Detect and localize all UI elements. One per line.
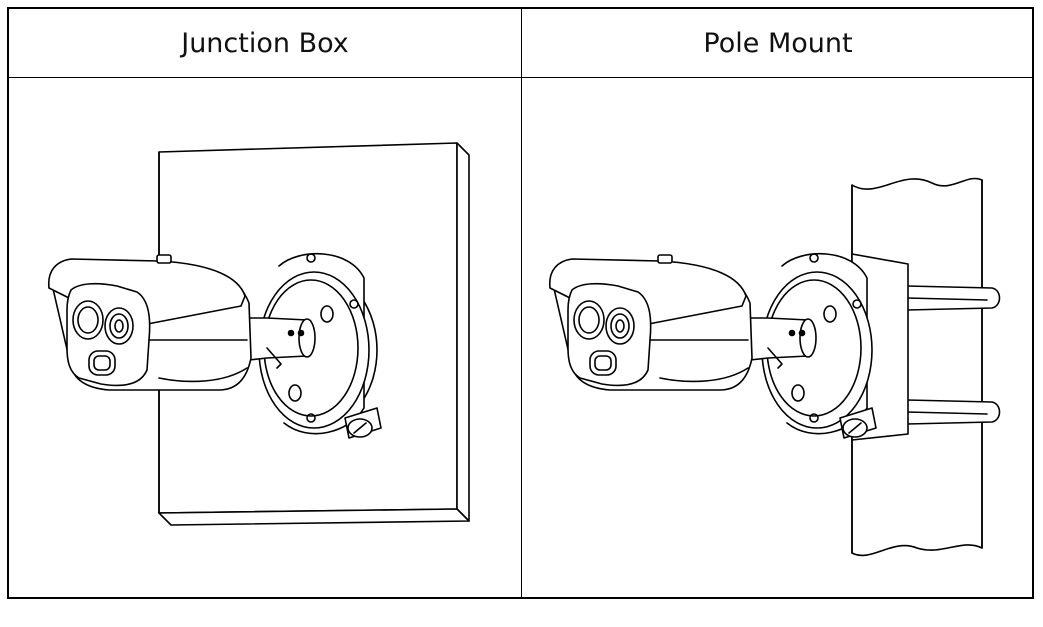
mount-options-table: Junction Box Pole Mount [7, 7, 1034, 599]
junction-box-header: Junction Box [181, 27, 349, 59]
junction-box-cell [9, 78, 521, 599]
pole-mount-header: Pole Mount [703, 27, 853, 59]
junction-box [259, 254, 381, 438]
camera [550, 255, 752, 390]
pole-bands [907, 286, 1000, 424]
camera [49, 255, 251, 390]
header-divider [9, 77, 1032, 78]
column-divider [521, 9, 522, 597]
junction-box-illustration [9, 78, 521, 599]
mount-arm [249, 318, 315, 368]
pole-mount-cell [522, 78, 1034, 599]
pole-mount-illustration [522, 78, 1034, 599]
mount-arm [750, 318, 816, 368]
